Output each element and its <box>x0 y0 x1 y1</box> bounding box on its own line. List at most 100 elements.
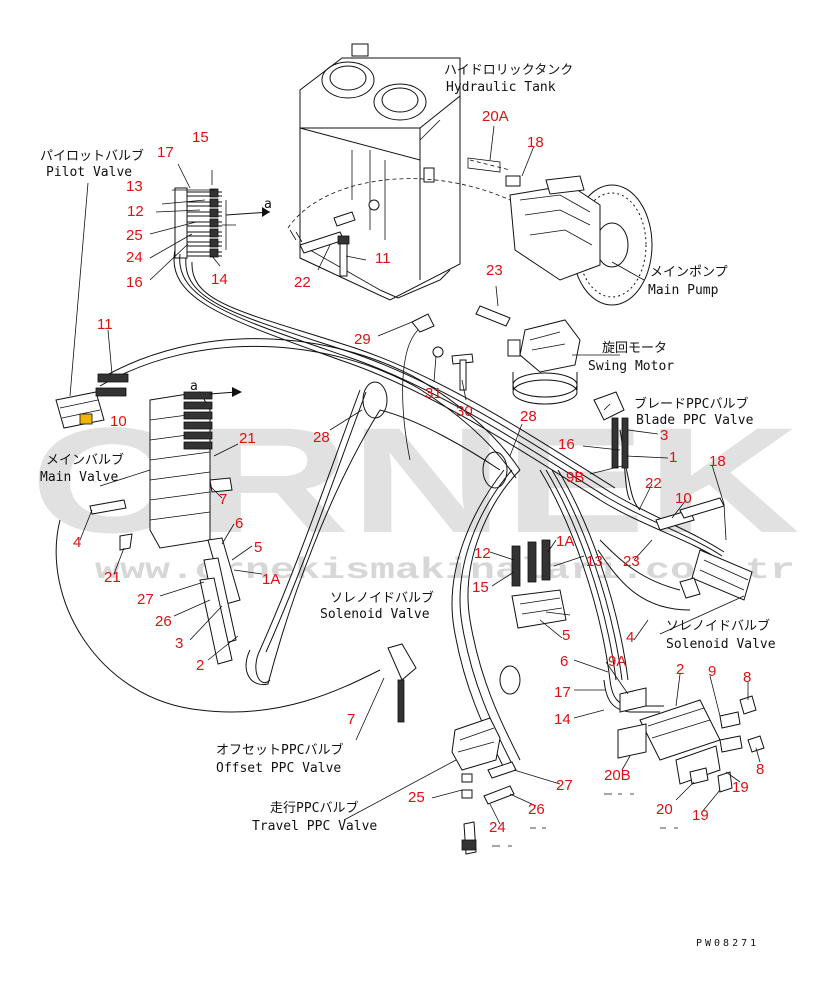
main-pump <box>505 175 653 306</box>
callout-23-right: 23 <box>623 553 640 570</box>
callout-4-right: 4 <box>626 629 634 646</box>
callout-1A-solenoid: 1A <box>556 533 574 550</box>
view-marker-a-top: a <box>264 197 272 212</box>
callout-1-blade: 1 <box>669 449 677 466</box>
lower-solenoid-block <box>617 687 765 793</box>
drawing-code: PW08271 <box>696 938 759 949</box>
main-valve-jp-label: メインバルブ <box>46 452 124 468</box>
callout-18-pump: 18 <box>527 134 544 151</box>
tank-fittings <box>299 199 380 277</box>
pilot-valve-block-top <box>174 187 236 259</box>
callout-8-lower: 8 <box>756 761 764 778</box>
callout-5-solenoid: 5 <box>562 627 570 644</box>
callout-15: 15 <box>192 129 209 146</box>
callout-20B: 20B <box>604 767 631 784</box>
callout-17-lower: 17 <box>554 684 571 701</box>
main-valve-en-label: Main Valve <box>40 470 118 485</box>
callout-9-lower: 9 <box>708 663 716 680</box>
callout-9A: 9A <box>608 653 626 670</box>
blade-ppc-valve-en-label: Blade PPC Valve <box>636 413 754 428</box>
callout-10-pilot: 10 <box>110 413 127 430</box>
callout-3-main-valve: 3 <box>175 635 183 652</box>
hydraulic-tank-en-label: Hydraulic Tank <box>446 80 556 95</box>
swing-motor-en-label: Swing Motor <box>588 359 674 374</box>
solenoid-valve-right-jp-label: ソレノイドバルブ <box>666 618 770 634</box>
solenoid-valve-center-jp-label: ソレノイドバルブ <box>330 590 434 606</box>
callout-21-lower: 21 <box>104 569 121 586</box>
callout-19-upper: 19 <box>732 779 749 796</box>
callout-22-tank: 22 <box>294 274 311 291</box>
part-number-callouts: 15 17 13 12 25 24 16 14 22 11 20A 18 23 … <box>73 108 764 836</box>
callout-10-right: 10 <box>675 490 692 507</box>
callout-23-swing: 23 <box>486 262 503 279</box>
callout-28-left: 28 <box>313 429 330 446</box>
callout-26-lower: 26 <box>528 801 545 818</box>
blade-ppc-valve <box>593 391 629 469</box>
solenoid-valve-right <box>655 497 753 601</box>
callout-25: 25 <box>126 227 143 244</box>
swing-motor <box>507 319 581 405</box>
solenoid-valve-right-en-label: Solenoid Valve <box>666 637 776 652</box>
callout-3-blade: 3 <box>660 427 668 444</box>
callout-16-blade: 16 <box>558 436 575 453</box>
main-pump-en-label: Main Pump <box>648 283 719 298</box>
callout-24: 24 <box>126 249 143 266</box>
callout-20A: 20A <box>482 108 509 125</box>
callout-12: 12 <box>127 203 144 220</box>
callout-18-right: 18 <box>709 453 726 470</box>
pilot-valve <box>55 373 129 429</box>
callout-8-upper: 8 <box>743 669 751 686</box>
travel-ppc-valve <box>451 717 517 855</box>
callout-16: 16 <box>126 274 143 291</box>
callout-14: 14 <box>211 271 228 288</box>
offset-ppc-valve-en-label: Offset PPC Valve <box>216 761 341 776</box>
callout-7-main-valve: 7 <box>219 491 227 508</box>
callout-24-lower: 24 <box>489 819 506 836</box>
callout-2-main-valve: 2 <box>196 657 204 674</box>
callout-27-lower: 27 <box>556 777 573 794</box>
pilot-valve-jp-label: パイロットバルブ <box>40 148 144 164</box>
callout-13: 13 <box>126 178 143 195</box>
callout-5-main-valve: 5 <box>254 539 262 556</box>
solenoid-valve-center <box>511 539 567 629</box>
callout-6-lower: 6 <box>560 653 568 670</box>
view-marker-a-mid: a <box>190 379 198 394</box>
callout-15-solenoid: 15 <box>472 579 489 596</box>
callout-20: 20 <box>656 801 673 818</box>
offset-ppc-valve-jp-label: オフセットPPCバルブ <box>216 742 343 758</box>
leader-lines <box>69 119 761 825</box>
callout-9B: 9B <box>566 469 584 486</box>
callout-12-solenoid: 12 <box>474 545 491 562</box>
callout-25-lower: 25 <box>408 789 425 806</box>
component-labels: ハイドロリックタンク Hydraulic Tank メインポンプ Main Pu… <box>40 63 776 834</box>
callout-1A-main-valve: 1A <box>262 571 280 588</box>
hose-bundle <box>55 249 725 769</box>
travel-ppc-valve-en-label: Travel PPC Valve <box>252 819 377 834</box>
travel-ppc-valve-jp-label: 走行PPCバルブ <box>270 800 358 816</box>
hydraulic-tank <box>289 43 461 301</box>
callout-30: 30 <box>456 403 473 420</box>
callout-14-lower: 14 <box>554 711 571 728</box>
swing-motor-jp-label: 旋回モータ <box>602 341 667 356</box>
callout-6-main-valve: 6 <box>235 515 243 532</box>
callout-11-pilot: 11 <box>97 316 113 333</box>
callout-31: 31 <box>425 385 442 402</box>
callout-17: 17 <box>157 144 174 161</box>
hydraulic-tank-jp-label: ハイドロリックタンク <box>444 63 573 78</box>
blade-ppc-valve-jp-label: ブレードPPCバルブ <box>634 396 748 412</box>
callout-26-main-valve: 26 <box>155 613 172 630</box>
callout-7-offset: 7 <box>347 711 355 728</box>
callout-29: 29 <box>354 331 371 348</box>
pilot-valve-en-label: Pilot Valve <box>46 165 132 180</box>
callout-21-upper: 21 <box>239 430 256 447</box>
callout-2-lower: 2 <box>676 661 684 678</box>
callout-19-lower: 19 <box>692 807 709 824</box>
callout-28-right: 28 <box>520 408 537 425</box>
callout-4-left: 4 <box>73 534 81 551</box>
callout-13-solenoid: 13 <box>586 553 603 570</box>
callout-22-right: 22 <box>645 475 662 492</box>
main-pump-jp-label: メインポンプ <box>650 265 728 280</box>
callout-11-tank: 11 <box>375 250 391 267</box>
